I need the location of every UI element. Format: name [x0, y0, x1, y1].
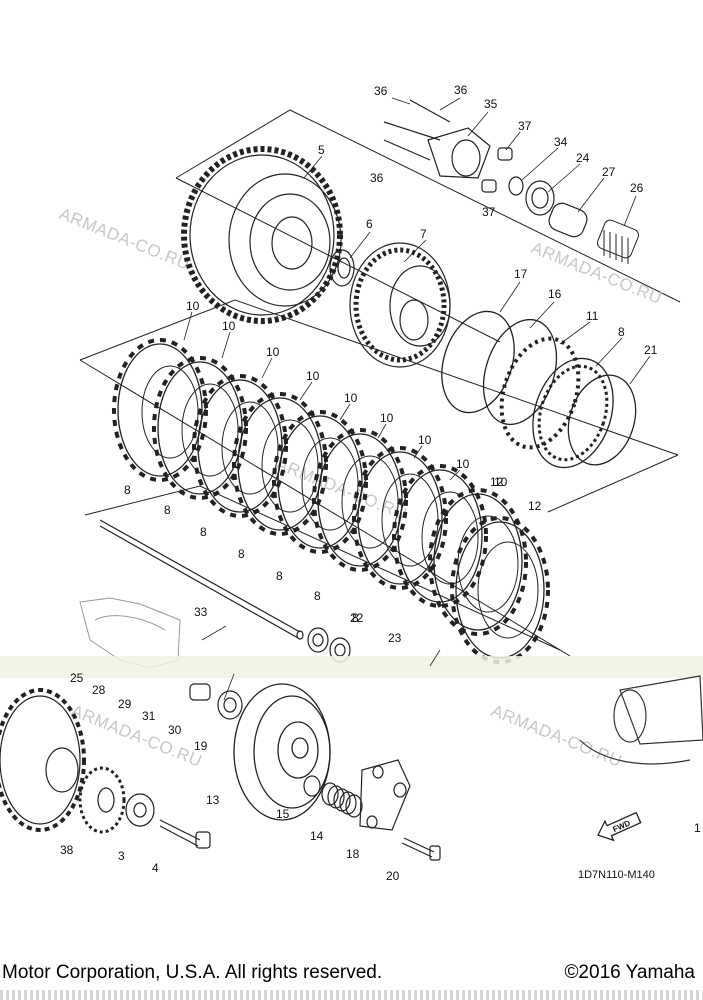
callout-10-i: 10 — [494, 475, 508, 489]
figure-code: 1D7N110-M140 — [578, 869, 655, 881]
callout-23: 23 — [388, 631, 402, 645]
copyright-left: Motor Corporation, U.S.A. All rights res… — [2, 962, 383, 983]
callout-27: 27 — [602, 165, 616, 179]
callout-8-d: 8 — [238, 547, 245, 561]
callout-8-g: 8 — [352, 611, 359, 625]
primary-drive-gear-part — [0, 688, 126, 834]
callout-7: 7 — [420, 227, 427, 241]
callout-8-c: 8 — [200, 525, 207, 539]
friction-plate-9 — [428, 488, 528, 636]
callout-37-a: 37 — [518, 119, 532, 133]
callout-8-e: 8 — [276, 569, 283, 583]
push-rod-part — [99, 519, 304, 640]
callout-10-d: 10 — [306, 369, 320, 383]
pull-lever-assembly — [383, 99, 639, 264]
callout-15: 15 — [276, 807, 290, 821]
callout-16: 16 — [548, 287, 562, 301]
scan-band — [0, 656, 703, 678]
watermarks: ARMADA-CO.RU ARMADA-CO.RU ARMADA-CO.RU A… — [57, 204, 665, 771]
callout-12-b: 12 — [528, 499, 542, 513]
callout-10-h: 10 — [456, 457, 470, 471]
callout-12-a: 12 — [490, 475, 504, 489]
callout-10-b: 10 — [222, 319, 236, 333]
callout-1: 1 — [694, 821, 701, 835]
callout-6: 6 — [366, 217, 373, 231]
callout-33: 33 — [194, 605, 208, 619]
thrust-washer-part — [329, 249, 355, 287]
friction-plate-10 — [450, 516, 550, 664]
copyright-right: ©2016 Yamaha — [564, 962, 695, 983]
clutch-spring — [321, 782, 363, 818]
callout-34: 34 — [554, 135, 568, 149]
callout-10-f: 10 — [380, 411, 394, 425]
callout-10-g: 10 — [418, 433, 432, 447]
callout-17: 17 — [514, 267, 528, 281]
callout-8-b: 8 — [164, 503, 171, 517]
callout-20: 20 — [386, 869, 400, 883]
spring-plate-parts — [303, 759, 441, 861]
watermark-4: ARMADA-CO.RU — [69, 701, 205, 771]
callout-37-b: 37 — [482, 205, 496, 219]
callout-36-c: 36 — [370, 171, 384, 185]
callout-11: 11 — [586, 309, 599, 323]
clutch-boss-part — [349, 242, 451, 368]
callout-31: 31 — [142, 709, 156, 723]
fwd-arrow-icon: FWD — [597, 811, 642, 842]
callout-8-a: 8 — [124, 483, 131, 497]
pressure-plate-part — [233, 683, 331, 821]
callout-labels: 36 36 35 37 34 24 27 26 5 36 37 6 7 17 1… — [60, 83, 701, 883]
watermark-1: ARMADA-CO.RU — [57, 204, 193, 274]
watermark-5: ARMADA-CO.RU — [489, 701, 625, 771]
callout-10-a: 10 — [186, 299, 200, 313]
callout-5: 5 — [318, 143, 325, 157]
callout-18: 18 — [346, 847, 360, 861]
callout-24: 24 — [576, 151, 590, 165]
callout-14: 14 — [310, 829, 324, 843]
group-outline-plates — [79, 299, 679, 657]
callout-13: 13 — [206, 793, 220, 807]
clutch-housing-part — [181, 146, 343, 324]
scan-edge — [0, 990, 703, 1000]
callout-8-f: 8 — [314, 589, 321, 603]
copyright-footer: Motor Corporation, U.S.A. All rights res… — [0, 958, 703, 992]
clutch-plate-stack — [112, 338, 550, 664]
crankshaft-sketch — [579, 675, 703, 765]
callout-8-top: 8 — [618, 325, 625, 339]
callout-38: 38 — [60, 843, 74, 857]
callout-10-c: 10 — [266, 345, 280, 359]
callout-36-b: 36 — [454, 83, 468, 97]
callout-35: 35 — [484, 97, 498, 111]
callout-10-e: 10 — [344, 391, 358, 405]
callout-22: 22 — [350, 611, 364, 625]
callout-25: 25 — [70, 671, 84, 685]
callout-29: 29 — [118, 697, 132, 711]
leader-lines — [183, 97, 651, 701]
ring-parts — [441, 310, 637, 469]
callout-3: 3 — [118, 849, 125, 863]
callout-36-a: 36 — [374, 84, 388, 98]
callout-30: 30 — [168, 723, 182, 737]
callout-19: 19 — [194, 739, 208, 753]
callout-26: 26 — [630, 181, 644, 195]
callout-4: 4 — [152, 861, 159, 875]
callout-28: 28 — [92, 683, 106, 697]
washer-bolt-parts — [125, 683, 243, 849]
callout-21: 21 — [644, 343, 658, 357]
